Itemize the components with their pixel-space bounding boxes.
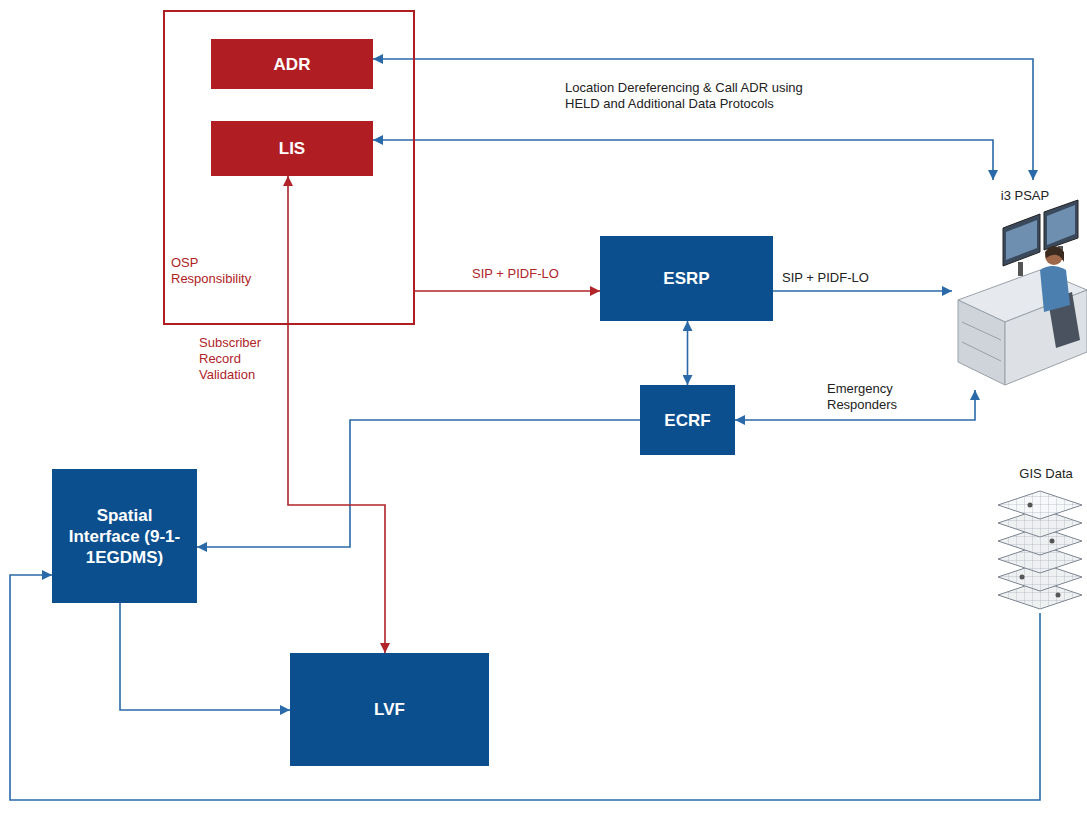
edge-label: SIP + PIDF-LO	[470, 266, 561, 282]
node-label: GIS Data	[990, 458, 1087, 482]
psap-workstation	[958, 200, 1087, 385]
connector	[373, 140, 993, 180]
process-box: LVF	[290, 653, 489, 766]
edge-label: Subscriber Record Validation	[197, 335, 285, 383]
psap-station: i3 PSAP	[952, 180, 1087, 390]
connector	[373, 59, 1033, 180]
node-label: Spatial Interface (9-1-1EGDMS)	[60, 505, 189, 568]
node-label: LVF	[374, 699, 405, 720]
process-box: LIS	[211, 121, 373, 176]
connector	[687, 321, 689, 385]
connector	[120, 603, 290, 710]
node-label: ADR	[274, 54, 311, 75]
node-label: ECRF	[664, 410, 710, 431]
connector	[415, 290, 600, 292]
edge-label: SIP + PIDF-LO	[780, 270, 871, 286]
edge-label: Emergency Responders	[825, 381, 913, 413]
edge-label: Location Dereferencing & Call ADR using …	[563, 80, 807, 112]
data-store: GIS Data	[990, 458, 1087, 613]
responsibility-region: OSP Responsibility ADR LIS	[163, 10, 415, 325]
connector	[197, 420, 640, 547]
process-box: ECRF	[640, 385, 735, 455]
gis-layers	[998, 491, 1082, 609]
connector	[288, 176, 385, 653]
node-label: i3 PSAP	[952, 180, 1087, 204]
process-box: ESRP	[600, 236, 773, 321]
connector	[10, 575, 1040, 800]
node-label: ESRP	[663, 268, 709, 289]
connector	[773, 290, 952, 292]
process-box: Spatial Interface (9-1-1EGDMS)	[52, 469, 197, 603]
node-label: LIS	[279, 138, 305, 159]
node-label: OSP Responsibility	[171, 255, 281, 287]
process-box: ADR	[211, 39, 373, 89]
